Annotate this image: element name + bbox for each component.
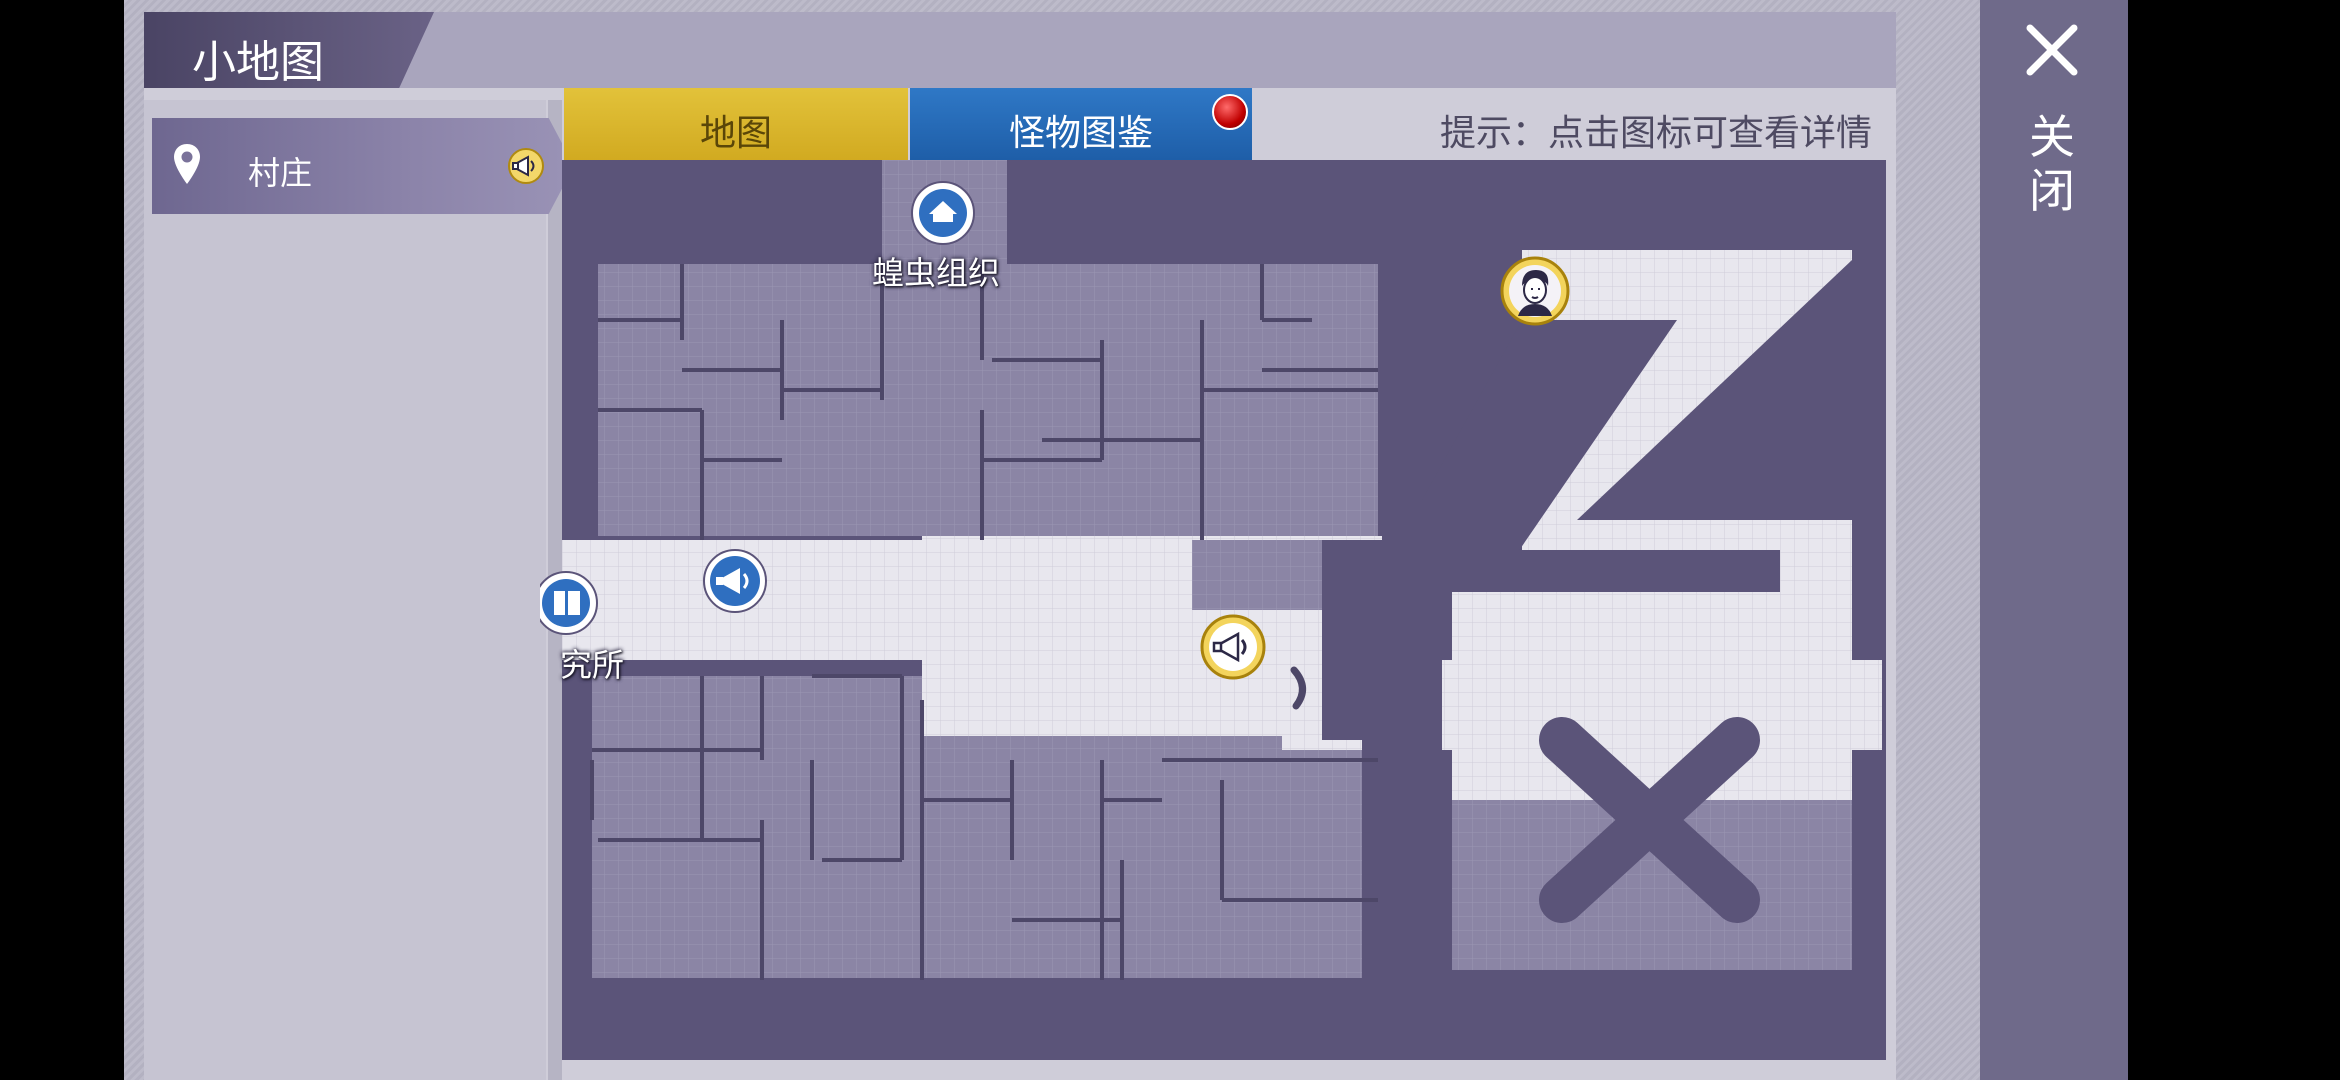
location-marker-locust-organization[interactable] (910, 180, 976, 246)
quest-marker-megaphone-gold[interactable] (1200, 614, 1266, 680)
sidebar-item-village[interactable]: 村庄 (152, 118, 574, 214)
close-column (1980, 0, 2128, 1080)
book-icon (540, 571, 598, 635)
sidebar-item-label: 村庄 (248, 154, 313, 192)
quest-marker-megaphone[interactable] (702, 548, 768, 614)
location-marker-research-institute[interactable] (540, 570, 600, 636)
location-pin-icon (172, 142, 202, 190)
close-button-label[interactable]: 关闭 (2029, 110, 2075, 218)
npc-portrait-icon (1500, 256, 1570, 326)
npc-marker-portrait[interactable] (1500, 256, 1570, 326)
hint-text: 提示：点击图标可查看详情 (1440, 113, 1873, 154)
window-title: 小地图 (192, 37, 324, 88)
location-label-research-institute: 究所 (560, 646, 625, 684)
tab-monster-compendium-label: 怪物图鉴 (1008, 113, 1153, 154)
location-label-locust-organization: 蝗虫组织 (872, 254, 1001, 292)
megaphone-icon (703, 549, 767, 613)
close-icon[interactable] (2024, 22, 2080, 82)
sidebar (144, 100, 546, 1080)
title-bar (144, 12, 1896, 88)
house-icon (911, 181, 975, 245)
title-tab (144, 12, 434, 88)
notification-dot (1212, 94, 1248, 130)
megaphone-icon (508, 148, 544, 188)
tab-map-label: 地图 (699, 113, 772, 154)
megaphone-icon (1200, 614, 1266, 680)
